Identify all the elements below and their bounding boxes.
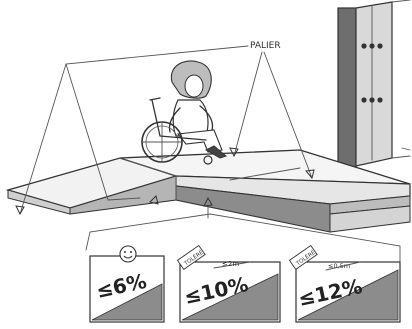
wheelchair-user-figure: [142, 61, 226, 164]
slope-panel-1: ≤6%: [90, 246, 164, 322]
landing-label: PALIER: [250, 41, 281, 51]
smiley-icon: [120, 246, 136, 262]
slope-length-3: ≤0,5m: [328, 262, 350, 270]
slope-panels: ≤6% TOLÉRÉ ≤2m ≤10% TOLÉRÉ ≤0,5m ≤12%: [86, 214, 400, 322]
slope-panel-2: TOLÉRÉ ≤2m ≤10%: [177, 245, 280, 322]
slope-panel-3: TOLÉRÉ ≤0,5m ≤12%: [289, 245, 400, 322]
building-wall: [338, 0, 410, 168]
edge-arrow: [402, 148, 410, 150]
slope-length-2: ≤2m: [222, 260, 239, 268]
